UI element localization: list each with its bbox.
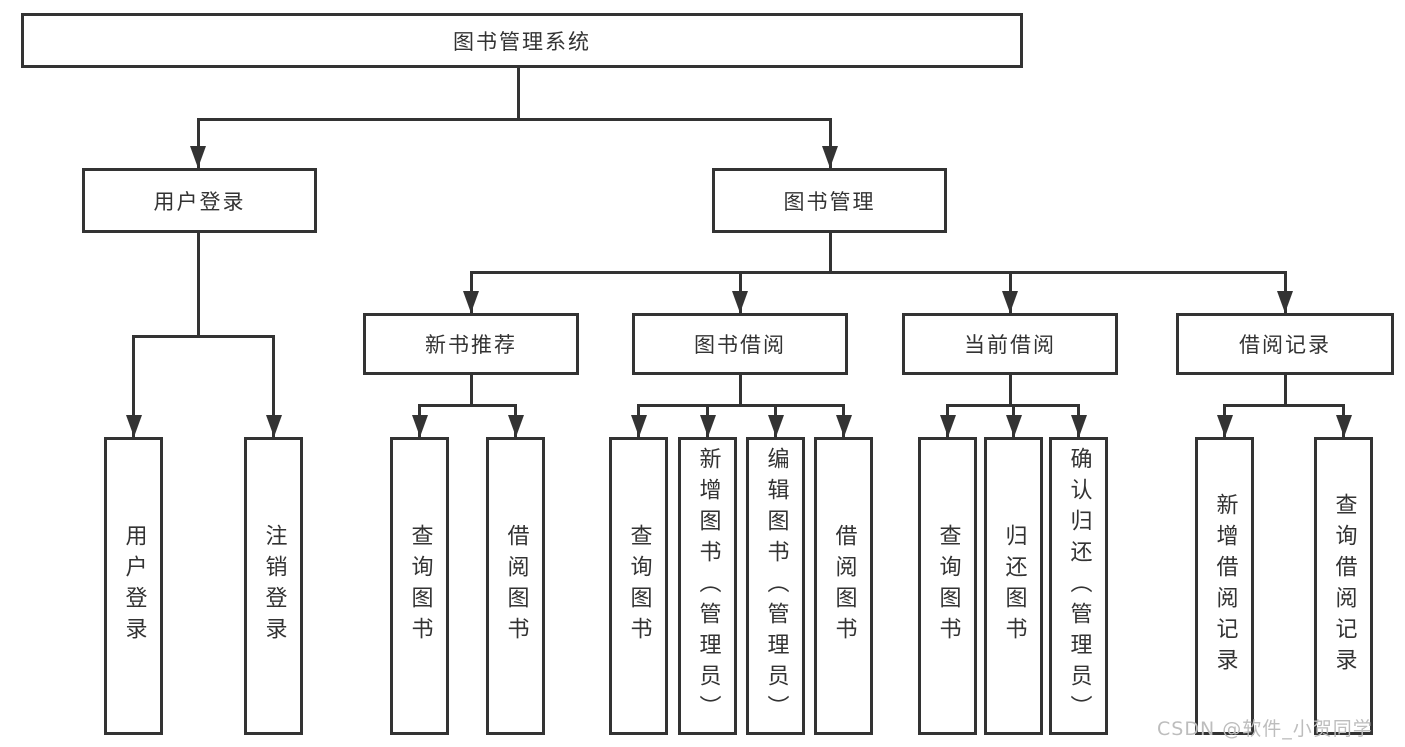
arrow-down-icon	[939, 415, 956, 437]
node-label: 图书管理	[783, 189, 876, 214]
arrow-down-icon	[835, 415, 852, 437]
arrow-down-icon	[507, 415, 524, 437]
connector-line	[272, 335, 275, 437]
leaf-query-borrow-record: 查询借阅记录	[1314, 437, 1373, 735]
node-new-book-recommend: 新书推荐	[363, 313, 579, 375]
watermark: CSDN @软件_小贺同学	[1157, 718, 1373, 740]
node-label: 借阅记录	[1239, 333, 1331, 357]
connector-line	[418, 404, 517, 407]
arrow-down-icon	[630, 415, 647, 437]
leaf-label: 查询图书	[407, 524, 433, 648]
arrow-down-icon	[265, 415, 282, 437]
node-root: 图书管理系统	[21, 13, 1023, 68]
arrow-down-icon	[1002, 291, 1018, 313]
node-label: 新书推荐	[425, 333, 517, 357]
leaf-add-book-admin: 新增图书（管理员）	[678, 437, 737, 735]
connector-line	[828, 233, 832, 274]
node-label: 图书借阅	[694, 333, 786, 357]
arrow-down-icon	[767, 415, 784, 437]
leaf-logout: 注销登录	[244, 437, 303, 735]
leaf-label: 查询图书	[626, 524, 652, 648]
connector-line	[637, 404, 845, 407]
connector-line	[469, 271, 1287, 274]
arrow-down-icon	[1335, 415, 1352, 437]
connector-line	[516, 68, 520, 121]
arrow-down-icon	[190, 146, 206, 168]
leaf-label: 借阅图书	[503, 524, 529, 648]
leaf-borrow-book: 借阅图书	[486, 437, 545, 735]
leaf-label: 新增图书（管理员）	[695, 446, 721, 726]
leaf-label: 查询图书	[935, 524, 961, 648]
arrow-down-icon	[411, 415, 428, 437]
leaf-user-login: 用户登录	[104, 437, 163, 735]
connector-line	[196, 118, 832, 121]
node-book-management: 图书管理	[712, 168, 947, 233]
connector-line	[196, 233, 200, 338]
arrow-down-icon	[1216, 415, 1233, 437]
leaf-query-book: 查询图书	[918, 437, 977, 735]
node-label: 当前借阅	[964, 333, 1056, 357]
node-book-borrow: 图书借阅	[632, 313, 848, 375]
leaf-label: 注销登录	[261, 524, 287, 648]
connector-line	[132, 335, 135, 437]
connector-line	[1223, 404, 1345, 407]
leaf-confirm-return-admin: 确认归还（管理员）	[1049, 437, 1108, 735]
arrow-down-icon	[732, 291, 748, 313]
leaf-label: 查询借阅记录	[1331, 493, 1357, 679]
leaf-query-book: 查询图书	[609, 437, 668, 735]
connector-line	[469, 375, 473, 407]
arrow-down-icon	[699, 415, 716, 437]
leaf-query-book: 查询图书	[390, 437, 449, 735]
leaf-label: 新增借阅记录	[1212, 493, 1238, 679]
leaf-label: 借阅图书	[831, 524, 857, 648]
connector-line	[196, 118, 200, 168]
leaf-borrow-book: 借阅图书	[814, 437, 873, 735]
leaf-label: 编辑图书（管理员）	[763, 446, 789, 726]
arrow-down-icon	[125, 415, 142, 437]
leaf-label: 归还图书	[1001, 524, 1027, 648]
connector-line	[738, 375, 742, 407]
connector-line	[1008, 375, 1012, 407]
arrow-down-icon	[1277, 291, 1293, 313]
node-label: 用户登录	[153, 189, 246, 214]
node-root-label: 图书管理系统	[453, 29, 591, 54]
connector-line	[1283, 375, 1287, 407]
leaf-label: 确认归还（管理员）	[1066, 446, 1092, 726]
leaf-label: 用户登录	[121, 524, 147, 648]
node-current-borrow: 当前借阅	[902, 313, 1118, 375]
arrow-down-icon	[463, 291, 479, 313]
arrow-down-icon	[1070, 415, 1087, 437]
leaf-return-book: 归还图书	[984, 437, 1043, 735]
connector-line	[828, 118, 832, 168]
connector-line	[132, 335, 275, 338]
leaf-edit-book-admin: 编辑图书（管理员）	[746, 437, 805, 735]
arrow-down-icon	[1005, 415, 1022, 437]
leaf-add-borrow-record: 新增借阅记录	[1195, 437, 1254, 735]
arrow-down-icon	[822, 146, 838, 168]
node-borrow-record: 借阅记录	[1176, 313, 1394, 375]
node-user-login: 用户登录	[82, 168, 317, 233]
